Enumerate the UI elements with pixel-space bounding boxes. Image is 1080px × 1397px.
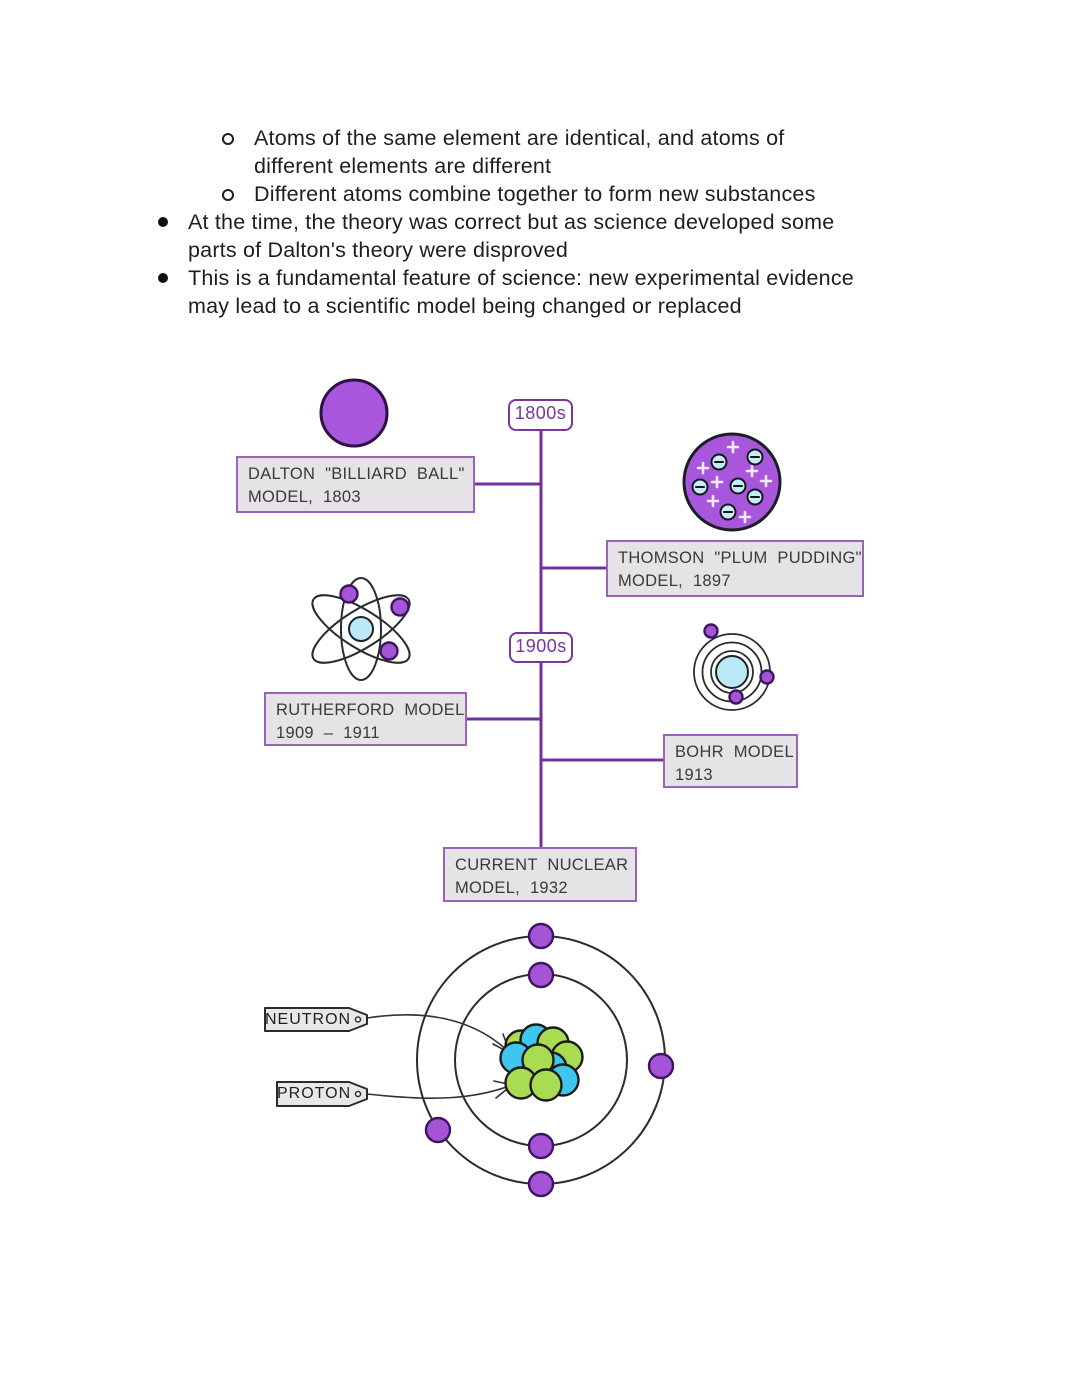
notes-section: Atoms of the same element are identical,… (158, 124, 998, 320)
era-label-1800s: 1800s (508, 399, 573, 431)
model-box-line: BOHR MODEL (675, 743, 794, 761)
bullet-line: Different atoms combine together to form… (254, 182, 816, 206)
list-item: At the time, the theory was correct but … (158, 208, 998, 264)
dalton-model-box: DALTON "BILLIARD BALL" MODEL, 1803 (236, 456, 475, 513)
bullet-line: different elements are different (254, 154, 552, 178)
era-label-text: 1800s (514, 403, 567, 423)
current-nuclear-model-box: CURRENT NUCLEAR MODEL, 1932 (443, 847, 637, 902)
timeline-line (466, 430, 664, 848)
thomson-plum-pudding-drawing (682, 432, 782, 532)
model-box-line: THOMSON "PLUM PUDDING" (618, 549, 862, 567)
list-item: This is a fundamental feature of science… (158, 264, 998, 320)
thomson-model-box: THOMSON "PLUM PUDDING" MODEL, 1897 (606, 540, 864, 597)
neutron-tag-shape (264, 1007, 368, 1032)
model-box-line: 1909 – 1911 (276, 724, 380, 742)
list-item: Atoms of the same element are identical,… (222, 124, 998, 180)
bullet-line: At the time, the theory was correct but … (188, 210, 835, 234)
nuclear-model-drawing (264, 922, 675, 1198)
neutron-label: NEUTRON (265, 1011, 352, 1028)
era-label-text: 1900s (515, 636, 567, 656)
model-box-line: RUTHERFORD MODEL (276, 701, 465, 719)
bullet-text: This is a fundamental feature of science… (188, 264, 854, 320)
dalton-billiard-ball-drawing (319, 378, 389, 448)
model-box-line: CURRENT NUCLEAR (455, 856, 629, 874)
minus-electrons (691, 448, 764, 521)
plus-charges (696, 440, 773, 524)
rutherford-model-drawing (311, 577, 411, 681)
proton-label: PROTON (277, 1085, 352, 1102)
list-item: Different atoms combine together to form… (222, 180, 998, 208)
model-box-line: DALTON "BILLIARD BALL" (248, 465, 465, 483)
model-box-line: MODEL, 1932 (455, 879, 568, 897)
era-label-1900s: 1900s (509, 632, 573, 663)
bohr-model-box: BOHR MODEL 1913 (663, 734, 798, 788)
open-circle-bullet-icon (222, 189, 234, 201)
open-circle-bullet-icon (222, 133, 234, 145)
filled-circle-bullet-icon (158, 273, 168, 283)
proton-arrow (366, 1080, 513, 1099)
model-box-line: MODEL, 1803 (248, 488, 361, 506)
bullet-text: Different atoms combine together to form… (254, 180, 816, 208)
neutron-arrow (366, 1014, 511, 1054)
bohr-model-drawing (693, 623, 775, 711)
model-box-line: MODEL, 1897 (618, 572, 731, 590)
bullet-line: may lead to a scientific model being cha… (188, 294, 742, 318)
bullet-text: At the time, the theory was correct but … (188, 208, 834, 264)
proton-tag-shape (276, 1081, 368, 1107)
bullet-line: Atoms of the same element are identical,… (254, 126, 785, 150)
model-box-line: 1913 (675, 766, 713, 784)
bullet-line: parts of Dalton's theory were disproved (188, 238, 568, 262)
rutherford-model-box: RUTHERFORD MODEL 1909 – 1911 (264, 692, 467, 746)
bullet-line: This is a fundamental feature of science… (188, 266, 854, 290)
bullet-text: Atoms of the same element are identical,… (254, 124, 784, 180)
nucleus-cluster (499, 1023, 584, 1102)
filled-circle-bullet-icon (158, 217, 168, 227)
orbit-electrons (424, 922, 675, 1198)
